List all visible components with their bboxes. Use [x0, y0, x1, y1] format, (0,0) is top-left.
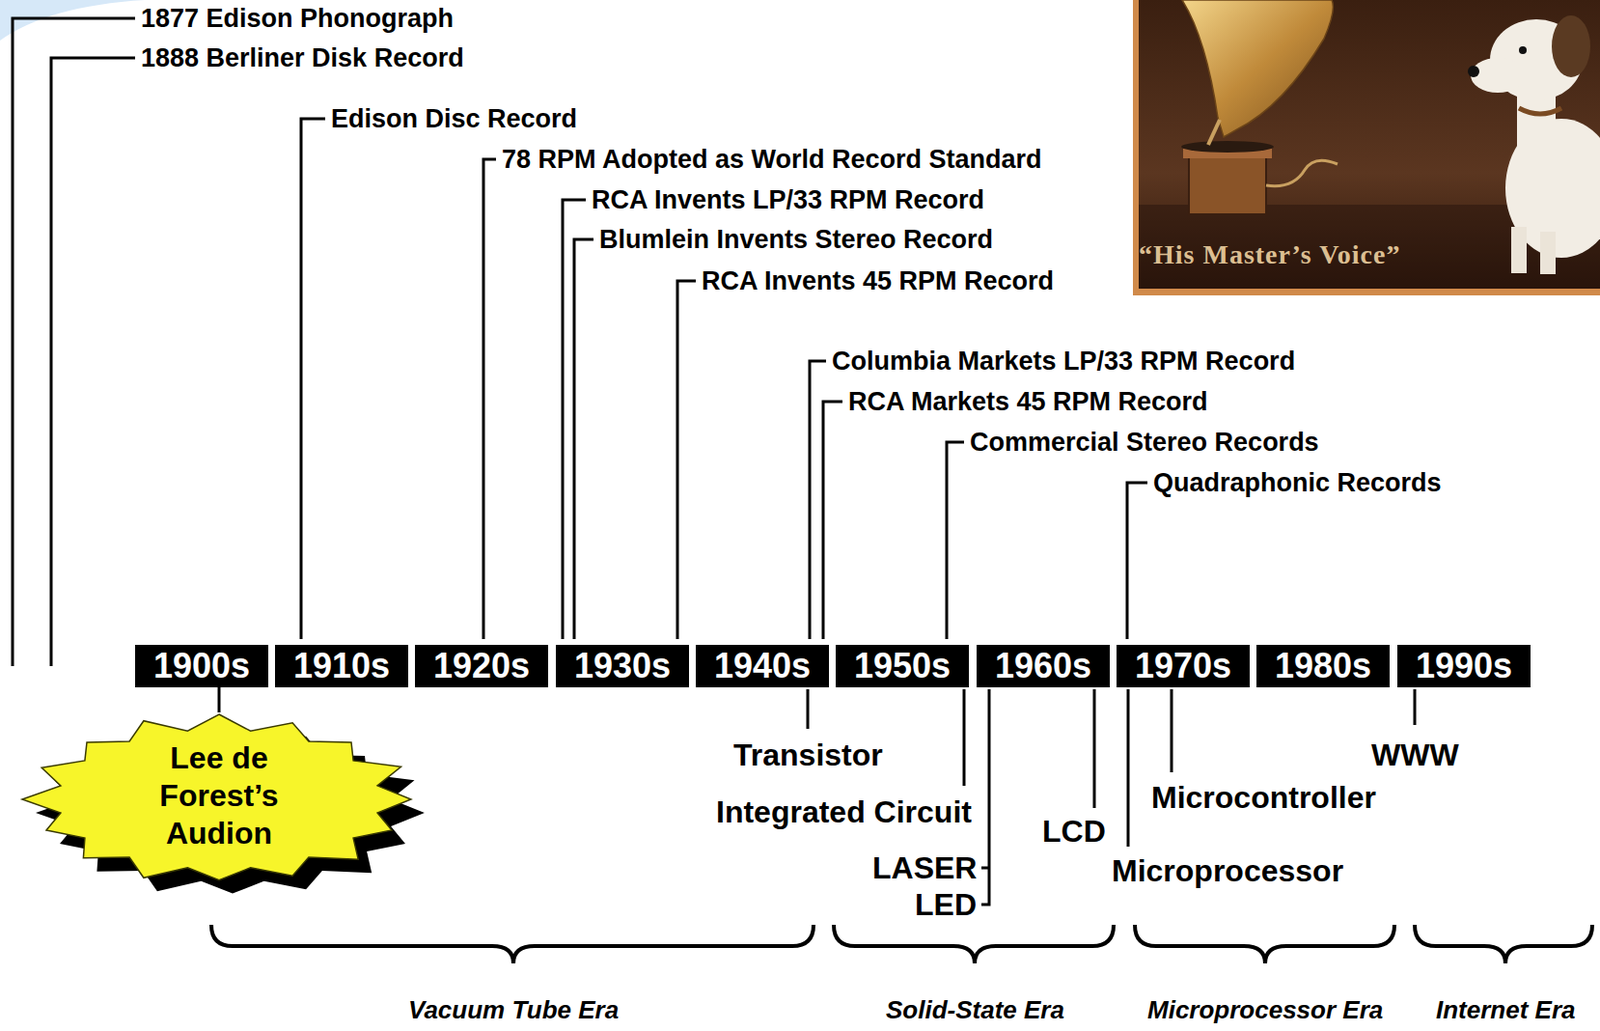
decade-box: 1920s	[414, 644, 549, 688]
dog-collar	[1518, 108, 1562, 114]
decade-label: 1960s	[994, 648, 1092, 684]
decade-label: 1910s	[293, 648, 390, 684]
leader-line	[12, 18, 136, 666]
leader-lines	[12, 18, 1415, 905]
connector-line	[218, 687, 221, 713]
era-label: Vacuum Tube Era	[408, 994, 619, 1025]
leader-line	[1093, 689, 1097, 808]
era-brace	[1134, 924, 1395, 964]
decade-box: 1970s	[1116, 644, 1250, 688]
event-label: Quadraphonic Records	[1153, 467, 1442, 498]
leader-line	[823, 401, 843, 639]
dog-snout	[1470, 57, 1525, 93]
starburst-text: Lee de Forest’s Audion	[117, 739, 321, 853]
event-label: RCA Markets 45 RPM Record	[848, 386, 1209, 417]
invention-label: LED	[914, 885, 977, 923]
era-brace	[1414, 924, 1593, 964]
decade-box: 1940s	[695, 644, 829, 688]
his-masters-voice-picture	[1132, 0, 1600, 296]
corner-swoosh	[0, 0, 145, 41]
leader-line	[1170, 689, 1174, 773]
decade-label: 1920s	[433, 648, 530, 684]
era-brace	[211, 924, 814, 964]
dog-ear	[1551, 15, 1591, 78]
gramophone-horn	[1182, 0, 1333, 138]
decade-label: 1940s	[714, 648, 811, 684]
leader-line	[981, 689, 990, 905]
starburst: Lee de Forest’s Audion	[20, 712, 418, 886]
decade-box: 1910s	[275, 644, 409, 688]
decade-label: 1990s	[1415, 648, 1513, 684]
crank	[1266, 160, 1338, 187]
era-brace	[833, 924, 1114, 964]
era-label: Internet Era	[1435, 994, 1576, 1025]
leader-line	[677, 280, 696, 639]
event-label: Edison Disc Record	[331, 103, 578, 135]
decade-label: 1930s	[574, 648, 671, 684]
era-label: Microprocessor Era	[1147, 994, 1383, 1025]
leader-line	[1127, 689, 1131, 847]
decade-label: 1980s	[1274, 648, 1372, 684]
event-label: RCA Invents LP/33 RPM Record	[591, 184, 985, 216]
invention-label: Microprocessor	[1111, 852, 1344, 889]
era-braces	[211, 924, 1593, 964]
dog-leg	[1511, 226, 1527, 274]
decade-box: 1930s	[555, 644, 690, 688]
leader-line	[946, 441, 965, 639]
decade-box: 1990s	[1397, 644, 1531, 688]
leader-line	[1413, 689, 1417, 725]
invention-label: Transistor	[733, 736, 883, 773]
starburst-fill	[22, 714, 412, 881]
event-label: 1877 Edison Phonograph	[140, 2, 454, 34]
leader-line	[1127, 482, 1148, 639]
event-label: 78 RPM Adopted as World Record Standard	[501, 143, 1043, 175]
leader-line	[301, 118, 326, 639]
event-label: Commercial Stereo Records	[969, 426, 1320, 458]
invention-label: LCD	[1042, 812, 1106, 850]
invention-label: LASER	[872, 849, 977, 886]
leader-line	[806, 689, 810, 729]
decade-box: 1900s	[135, 644, 269, 688]
invention-label: Microcontroller	[1151, 778, 1377, 816]
invention-label: Integrated Circuit	[716, 793, 972, 830]
decade-box: 1960s	[976, 644, 1110, 688]
decade-label: 1900s	[153, 648, 250, 684]
dog-nose	[1467, 65, 1480, 78]
leader-line	[51, 57, 136, 666]
gramophone-box	[1188, 156, 1267, 215]
decade-label: 1950s	[854, 648, 951, 684]
picture-caption: “His Master’s Voice”	[1138, 238, 1401, 272]
event-label: 1888 Berliner Disk Record	[140, 42, 465, 74]
turntable	[1181, 140, 1274, 153]
invention-label: WWW	[1371, 736, 1460, 773]
starburst-label: Lee de Forest’s Audion	[117, 739, 321, 853]
leader-line	[574, 239, 594, 639]
tone-arm	[1208, 119, 1220, 145]
decade-box: 1980s	[1256, 644, 1390, 688]
decade-box: 1950s	[835, 644, 969, 688]
decade-label: 1970s	[1134, 648, 1232, 684]
event-label: RCA Invents 45 RPM Record	[701, 265, 1054, 297]
event-label: Columbia Markets LP/33 RPM Record	[831, 345, 1296, 377]
picture-frame	[1132, 0, 1600, 296]
event-label: Blumlein Invents Stereo Record	[599, 223, 994, 255]
dog-eye	[1518, 46, 1527, 55]
era-label: Solid-State Era	[885, 994, 1065, 1025]
leader-line	[483, 159, 497, 639]
leader-line	[963, 689, 966, 786]
dog-leg	[1540, 231, 1556, 275]
